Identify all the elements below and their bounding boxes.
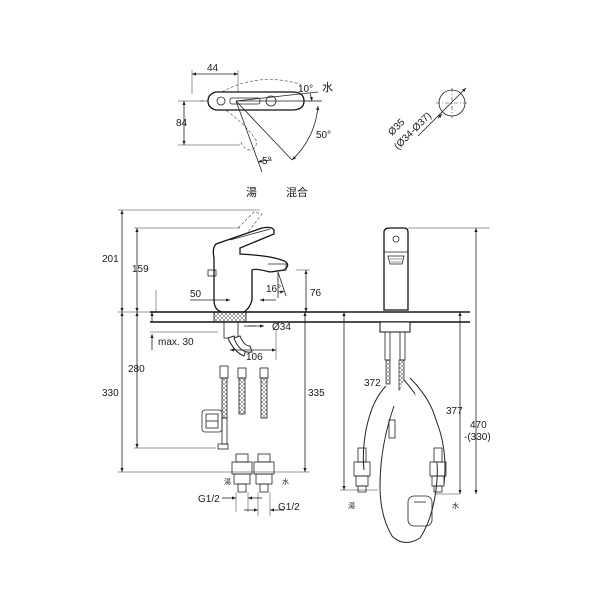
angle-16-label: 16°	[266, 284, 281, 295]
dim-159-label: 159	[132, 264, 149, 275]
front-valve-hot	[353, 447, 371, 493]
max-30-label: max. 30	[158, 337, 194, 348]
hot-label-front: 湯	[348, 501, 355, 510]
front-valve-cold	[429, 447, 447, 493]
dim-330-label: 330	[102, 388, 119, 399]
dim-335-label: 335	[308, 388, 325, 399]
cold-label-top: 水	[322, 81, 333, 94]
front-view: 372 377 470 -(330)	[340, 227, 491, 543]
dim-372-label: 372	[364, 378, 381, 389]
angle-5-label: 5°	[262, 156, 272, 167]
dim-470-label: 470	[470, 420, 487, 431]
top-view: 44 84 10° 水 50° 5° 湯 混合	[176, 63, 333, 199]
cold-label-front: 水	[452, 501, 459, 510]
dim-377-label: 377	[446, 406, 463, 417]
dim-106-label: 106	[246, 352, 263, 363]
dim-50-label: 50	[190, 289, 202, 300]
dim-76-label: 76	[310, 288, 322, 299]
hot-label-small: 湯	[224, 477, 231, 486]
supply-hoses	[219, 365, 269, 419]
faucet-body-side	[212, 226, 289, 313]
side-view: 201 159 330 280 335 16° 76 50	[102, 209, 340, 516]
hole-detail: Ø35 (Ø34-Ø37)	[386, 87, 468, 152]
dim-201-label: 201	[102, 254, 119, 265]
hot-label-top: 湯	[246, 186, 257, 199]
dim-330-paren-label: -(330)	[464, 432, 491, 443]
mix-label-top: 混合	[286, 185, 308, 199]
angle-50-label: 50°	[316, 130, 331, 141]
angle-valve-cold	[253, 453, 275, 493]
dim-44-label: 44	[207, 63, 219, 74]
mounting-nut	[201, 409, 223, 433]
angle-valve-hot	[231, 453, 253, 493]
faucet-body-front	[383, 227, 409, 311]
cold-label-small: 水	[282, 477, 289, 486]
thread-left-label: G1/2	[198, 494, 220, 505]
angle-10-label: 10°	[298, 84, 313, 95]
dim-34-label: Ø34	[272, 322, 291, 333]
thread-right-label: G1/2	[278, 502, 300, 513]
dim-280-label: 280	[128, 364, 145, 375]
dim-84-label: 84	[176, 118, 188, 129]
